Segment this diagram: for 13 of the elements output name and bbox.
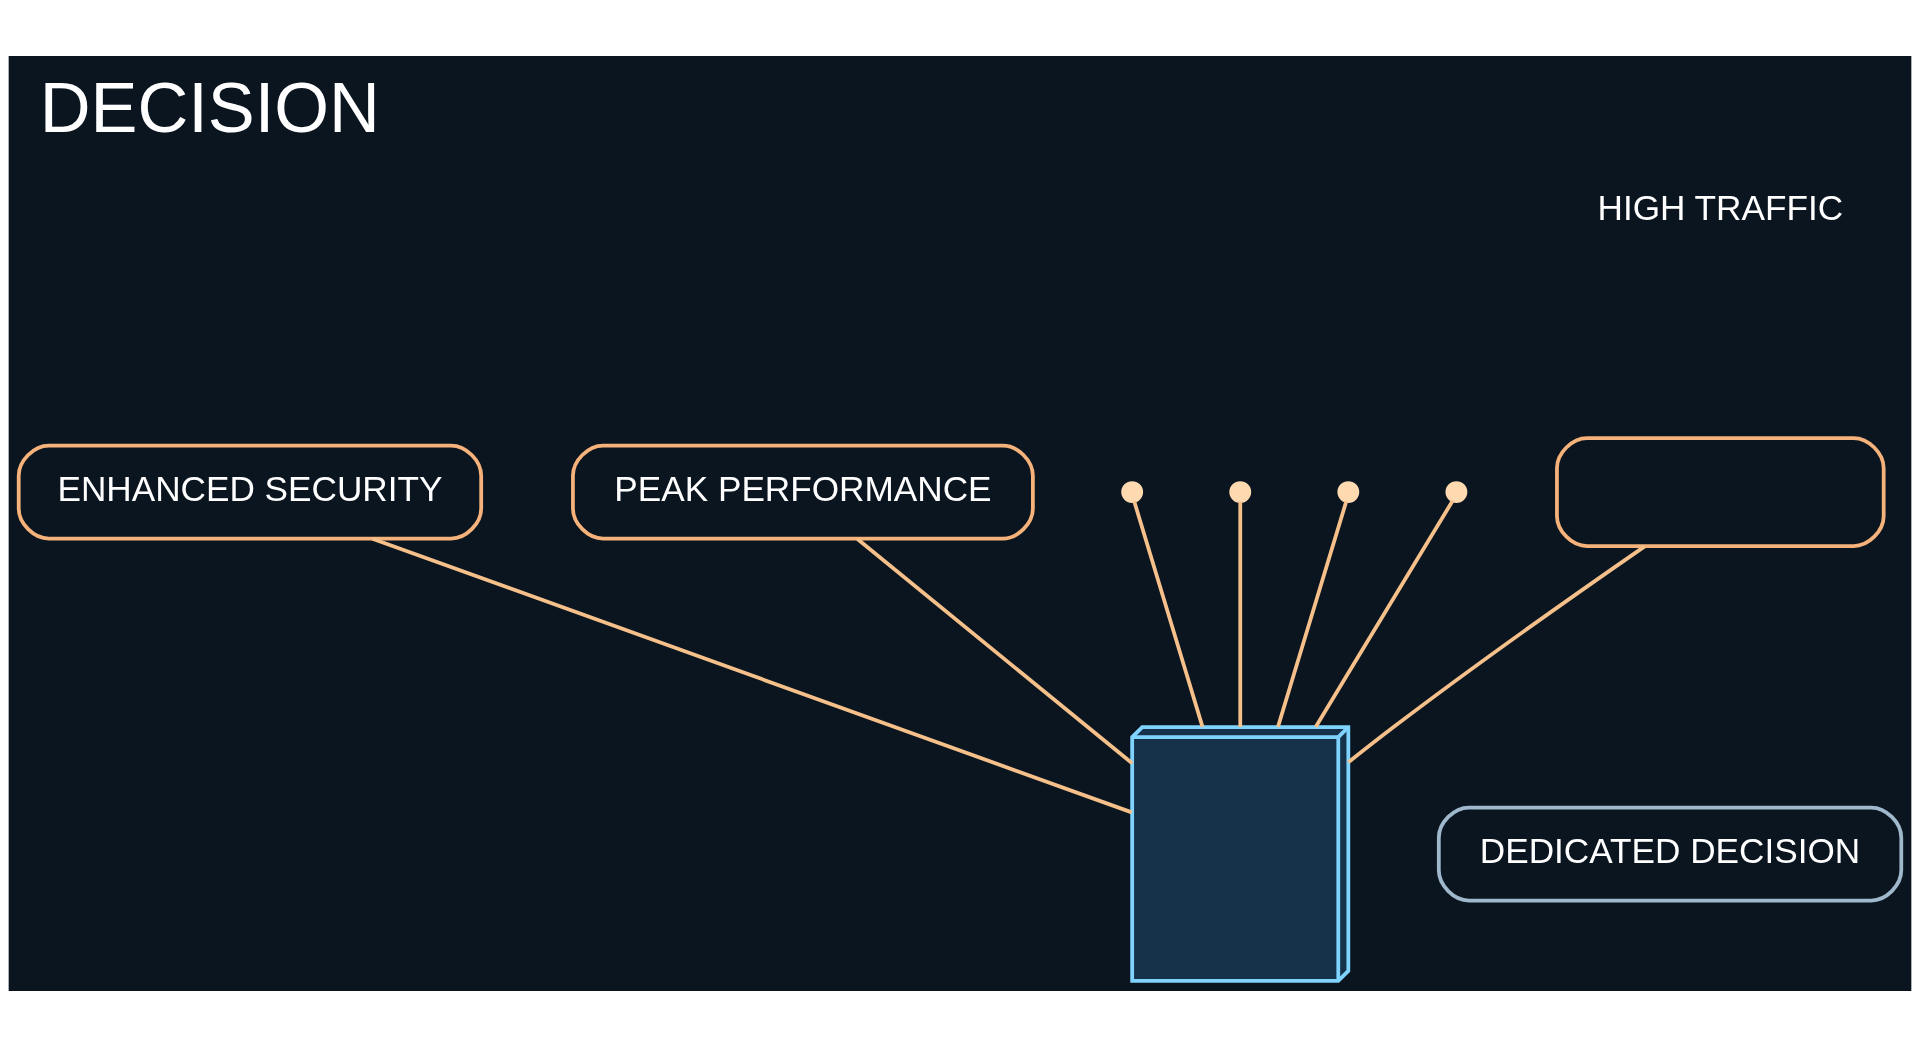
connector (856, 537, 1134, 765)
diagram-title: DECISION (39, 68, 380, 148)
node-box: ENHANCED SECURITY (16, 443, 484, 541)
node-bar (1555, 436, 1886, 548)
node-box: DEDICATED DECISION (1436, 805, 1904, 903)
label: HIGH TRAFFIC (1597, 187, 1844, 227)
node-box: PEAK PERFORMANCE (571, 443, 1035, 541)
connector (1132, 500, 1205, 728)
connector (1276, 500, 1349, 728)
connector (1238, 501, 1243, 727)
connector (371, 536, 1133, 815)
connector (1347, 544, 1646, 764)
connector (1314, 499, 1455, 728)
